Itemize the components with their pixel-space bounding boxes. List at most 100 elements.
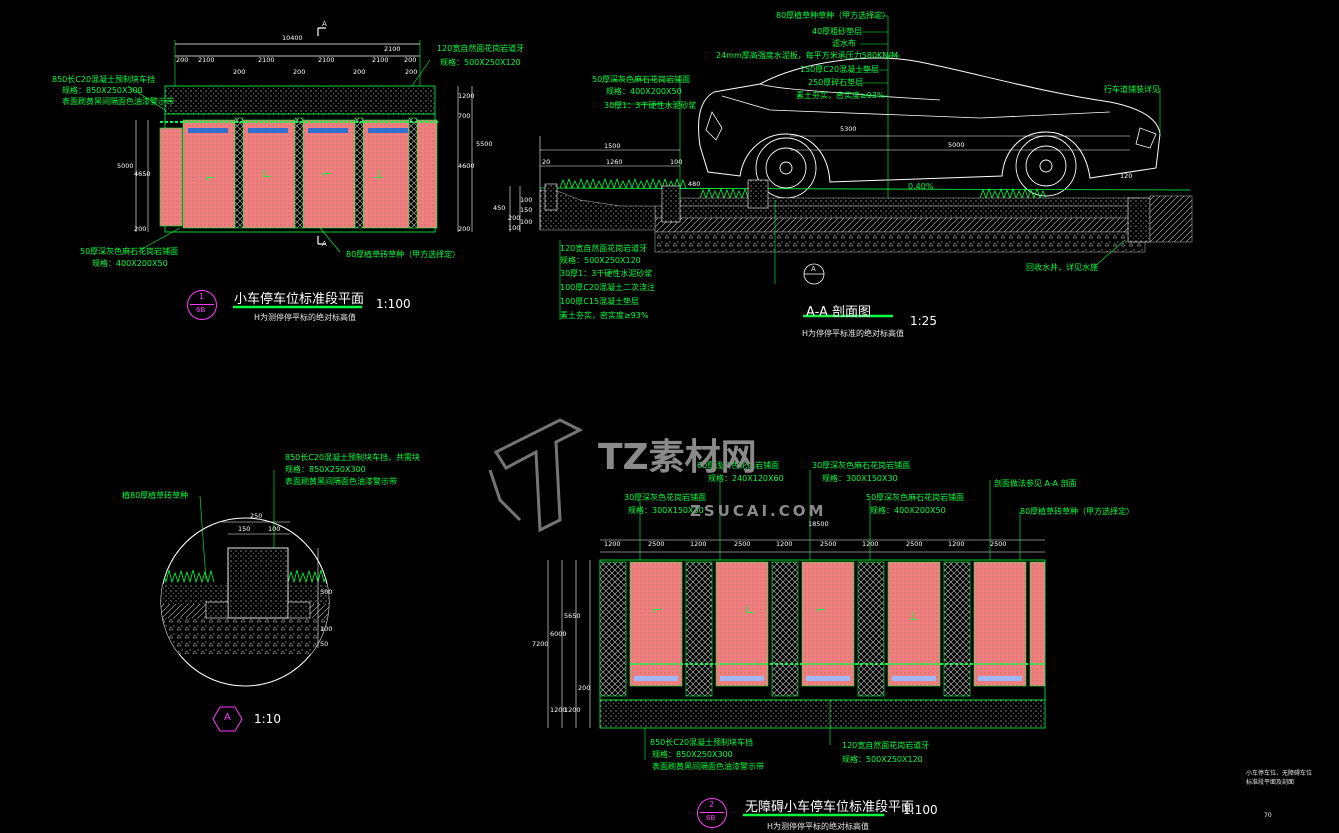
- section-dim: 1500: [604, 142, 621, 150]
- plan1-callout: 规格：400X200X50: [92, 259, 168, 268]
- plan1-dim: 200: [404, 56, 417, 64]
- section-callout-top: 滤水布: [832, 39, 856, 48]
- plan2-title: 无障碍小车停车位标准段平面: [745, 800, 915, 815]
- plan1-dim-total: 10400: [282, 34, 303, 42]
- section-callout-bottom: 100厚C20混凝土二次浇注: [560, 283, 656, 292]
- detail-scale: 1:10: [254, 712, 281, 726]
- tag-divider: [190, 304, 214, 305]
- plan1-section-mark: A: [322, 240, 327, 248]
- plan1-callout: 80厚植草砖草种（甲方选择定）: [346, 250, 461, 259]
- section-callout-right: 行车道铺装详见: [1104, 85, 1160, 94]
- plan2-dim: 2500: [648, 540, 665, 548]
- section-dim: 100: [520, 196, 533, 204]
- plan1-dim-side: 700: [458, 112, 471, 120]
- plan1-dim-side: 5000: [117, 162, 134, 170]
- plan2-drawing: ⌐ ∟ ⌐ ⊥: [547, 470, 1046, 817]
- plan1-dim: 2100: [384, 45, 401, 53]
- section-callout-bottom: 100厚C15混凝土垫层: [560, 297, 640, 306]
- section-subtitle: H为停停平标准的绝对标高值: [802, 329, 905, 338]
- plan1-dim: 200: [353, 68, 366, 76]
- svg-text:⊥: ⊥: [374, 167, 384, 181]
- plan2-dim-side: 5650: [564, 612, 581, 620]
- plan1-callout: 规格：850X250X300: [62, 86, 143, 95]
- plan2-dim: 1200: [862, 540, 879, 548]
- plan2-callout: 30厚深灰色麻石花岗岩铺面: [812, 461, 911, 470]
- plan1-dim: 200: [233, 68, 246, 76]
- plan2-tag-sheet: 6B: [706, 814, 716, 822]
- section-callout-top: 素土夯实，密实度≥93%: [796, 91, 885, 100]
- section-dim: 100: [670, 158, 683, 166]
- plan2-dim: 2500: [734, 540, 751, 548]
- watermark-logo-icon: [488, 418, 584, 533]
- detail-callout: 表面刷黄黑间隔面色油漆警示带: [285, 477, 397, 486]
- plan2-callout: 80厚植草砖草种（甲方选择定）: [1020, 507, 1135, 516]
- detail-dim: 50: [320, 640, 329, 648]
- plan2-callout: 规格：500X250X120: [842, 755, 923, 764]
- section-callout-left: 规格：400X200X50: [606, 87, 682, 96]
- plan2-dim-side: 200: [578, 684, 591, 692]
- plan1-scale: 1:100: [376, 297, 411, 311]
- section-callout-top: 40厚粗砂垫层: [812, 27, 863, 36]
- sheet-note: 标准段平面及剖面: [1246, 779, 1295, 786]
- plan1-callout: 50厚深灰色麻石花岗岩铺面: [80, 247, 179, 256]
- section-dim: 5000: [948, 141, 965, 149]
- section-dim: 100: [508, 224, 521, 232]
- plan2-callout: 规格：240X120X60: [708, 474, 784, 483]
- sheet-page-number: 70: [1264, 812, 1272, 819]
- section-title: A-A 剖面图: [806, 305, 872, 320]
- section-dim: 100: [520, 218, 533, 226]
- section-callout-top: 24mm厚高强度水泥板，每平方米承压力580KN/M: [716, 51, 898, 60]
- plan1-callout: 规格：500X250X120: [440, 58, 521, 67]
- detail-dim: 300: [320, 588, 333, 596]
- plan2-tag: 2 6B: [697, 798, 727, 828]
- plan1-dim: 2100: [318, 56, 335, 64]
- plan1-dim-side: 4600: [458, 162, 475, 170]
- plan1-dim-side: 5500: [476, 140, 493, 148]
- detail-tag: A: [224, 712, 231, 723]
- detail-drawing: [160, 470, 330, 732]
- plan1-callout: 表面刷黄黑间隔面色油漆警示带: [62, 97, 174, 106]
- plan2-dim: 1200: [690, 540, 707, 548]
- plan2-dim: 1200: [604, 540, 621, 548]
- plan2-subtitle: H为测停停平标的绝对标高值: [767, 822, 870, 831]
- section-grade: 0.40%: [908, 182, 934, 191]
- detail-callout: 植80厚植草砖草种: [122, 491, 189, 500]
- detail-dim: 250: [250, 512, 263, 520]
- svg-text:⌐: ⌐: [205, 171, 215, 185]
- plan2-dim-side: 7200: [532, 640, 549, 648]
- plan2-dim: 2500: [990, 540, 1007, 548]
- svg-text:∟: ∟: [262, 167, 272, 181]
- plan2-callout: 30厚深灰色花岗岩铺面: [624, 493, 707, 502]
- plan1-dim: 2100: [198, 56, 215, 64]
- detail-dim: 100: [320, 625, 333, 633]
- section-callout-top: 80厚植草种草种（甲方选择定）: [776, 11, 891, 20]
- plan2-callout: 规格：300X150X30: [628, 506, 704, 515]
- plan2-callout: 规格：400X200X50: [870, 506, 946, 515]
- sheet-note: 小车停车位、无障碍车位: [1246, 770, 1313, 777]
- section-dim: 480: [688, 180, 701, 188]
- plan2-callout: 120宽自然面花岗岩道牙: [842, 741, 930, 750]
- plan2-dim: 2500: [906, 540, 923, 548]
- plan1-dim-side: 4650: [134, 170, 151, 178]
- watermark-url: ZSUCAI.COM: [690, 502, 827, 520]
- plan1-section-mark: A: [322, 20, 327, 28]
- section-dim: 200: [508, 214, 521, 222]
- svg-text:⌐: ⌐: [322, 167, 332, 181]
- plan2-callout: 表面刷黄黑间隔面色油漆警示带: [652, 762, 764, 771]
- plan2-dim: 1200: [776, 540, 793, 548]
- plan2-callout: 规格：850X250X300: [652, 750, 733, 759]
- plan2-scale: 1:100: [903, 803, 938, 817]
- plan2-callout: 850长C20混凝土预制块车挡: [650, 738, 754, 747]
- section-dim: 450: [493, 204, 506, 212]
- section-dim: 5300: [840, 125, 857, 133]
- car-outline-icon: [698, 57, 1161, 183]
- plan1-dim-side: 200: [458, 225, 471, 233]
- section-dim: 150: [520, 206, 533, 214]
- plan1-dim: 200: [405, 68, 418, 76]
- plan1-callout: 120宽自然面花岗岩道牙: [437, 44, 525, 53]
- plan1-dim: 200: [176, 56, 189, 64]
- section-tag: A: [811, 265, 816, 273]
- svg-text:∟: ∟: [745, 603, 755, 617]
- tag-divider: [700, 812, 724, 813]
- plan1-subtitle: H为测停停平标的绝对标高值: [254, 313, 357, 322]
